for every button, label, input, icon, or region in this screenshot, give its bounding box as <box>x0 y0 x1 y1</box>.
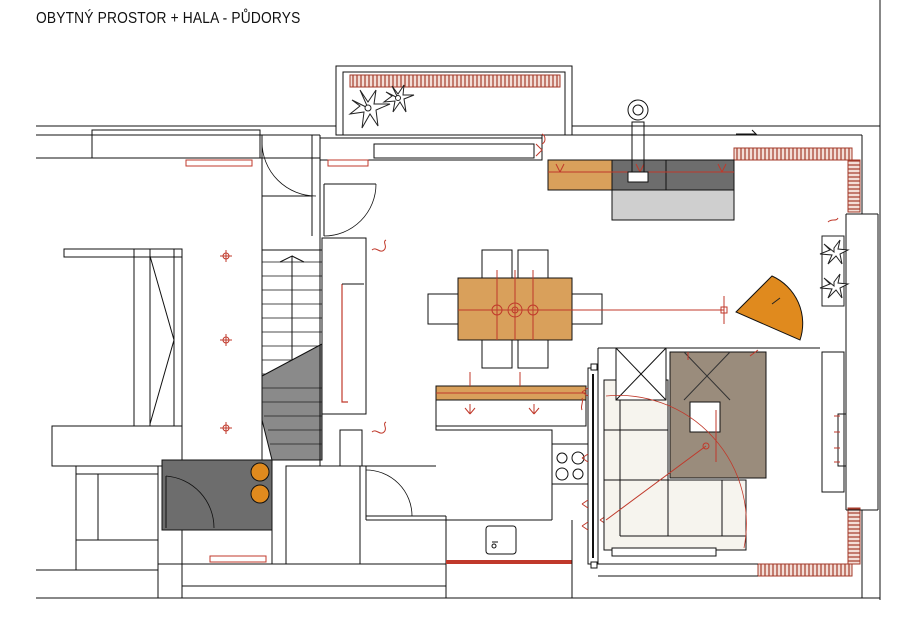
light-fixture-icon <box>220 250 232 434</box>
sink-icon <box>485 525 517 555</box>
plan-title: OBYTNÝ PROSTOR + HALA - PŮDORYS <box>36 10 301 27</box>
hob-burner-icon <box>555 451 585 481</box>
chimney-icon <box>627 99 649 183</box>
plant-icon <box>819 235 850 307</box>
light-fixture-icon <box>458 270 728 340</box>
plant-icon <box>348 84 415 129</box>
socket-icon <box>371 133 839 434</box>
